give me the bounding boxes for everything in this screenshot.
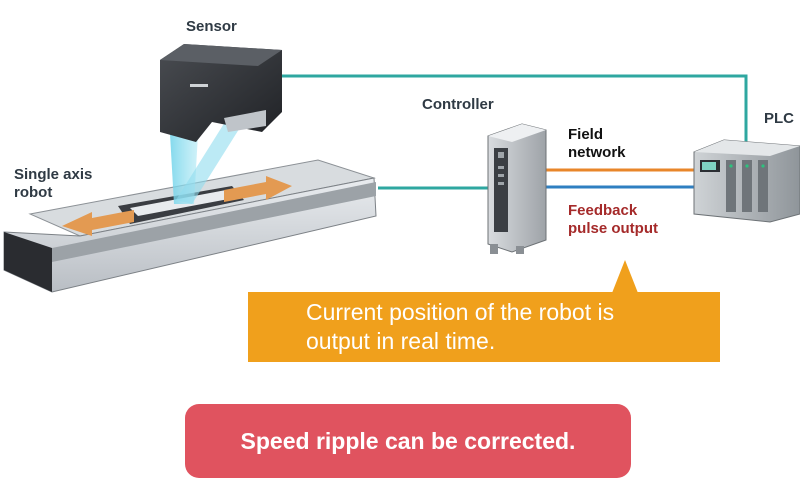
controller-label: Controller bbox=[422, 96, 494, 113]
summary-banner-text: Speed ripple can be corrected. bbox=[240, 427, 576, 454]
callout-line2: output in real time. bbox=[306, 328, 496, 354]
sensor-label: Sensor bbox=[186, 18, 237, 35]
feedback-label: Feedback pulse output bbox=[568, 202, 658, 238]
right-arrow-icon bbox=[224, 176, 292, 202]
sensor-led-strip bbox=[190, 84, 208, 87]
sensor-beam bbox=[170, 114, 246, 204]
summary-banner: Speed ripple can be corrected. bbox=[185, 404, 631, 478]
callout-text: Current position of the robot is output … bbox=[306, 298, 716, 356]
callout-line1: Current position of the robot is bbox=[306, 299, 615, 325]
left-arrow-icon bbox=[62, 210, 134, 236]
field-network-label-line2: network bbox=[568, 144, 626, 161]
single-axis-robot bbox=[3, 159, 377, 293]
field-network-label: Field network bbox=[568, 126, 626, 162]
sensor-plc-cable bbox=[282, 74, 748, 148]
plc-device bbox=[693, 139, 800, 223]
field-network-label-line1: Field bbox=[568, 126, 604, 143]
callout-box: Current position of the robot is output … bbox=[248, 292, 720, 362]
robot-label: Single axis robot bbox=[14, 166, 92, 202]
robot-label-line2: robot bbox=[14, 184, 53, 201]
sensor-device bbox=[160, 44, 282, 142]
controller-device bbox=[487, 123, 547, 254]
feedback-label-line1: Feedback bbox=[568, 202, 638, 219]
robot-label-line1: Single axis bbox=[14, 166, 93, 183]
callout-pointer bbox=[612, 260, 638, 293]
feedback-label-line2: pulse output bbox=[568, 220, 658, 237]
plc-label: PLC bbox=[764, 110, 794, 127]
